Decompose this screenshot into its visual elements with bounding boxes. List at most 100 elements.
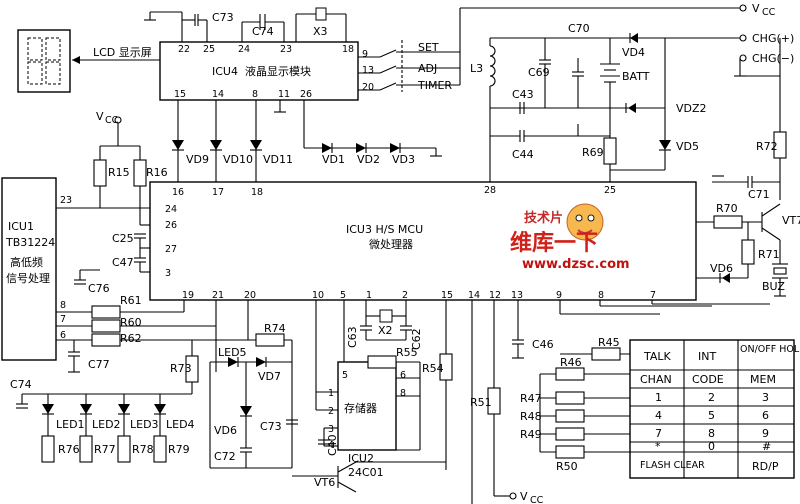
icu3-pin-14: 14 xyxy=(468,290,480,301)
svg-text:VD2: VD2 xyxy=(357,153,380,166)
svg-text:R69: R69 xyxy=(582,146,604,159)
icu3-pin-28: 28 xyxy=(484,185,496,196)
svg-text:VD10: VD10 xyxy=(223,153,253,166)
icu2-pin-6: 6 xyxy=(400,370,406,381)
icu2-pin-3: 3 xyxy=(328,424,334,435)
svg-text:C47: C47 xyxy=(112,256,134,269)
svg-text:VDZ2: VDZ2 xyxy=(676,102,707,115)
icu4-pin-23: 23 xyxy=(280,44,292,55)
svg-text:C76: C76 xyxy=(88,282,110,295)
svg-text:R54: R54 xyxy=(422,362,444,375)
icu4-pin-11: 11 xyxy=(278,89,290,100)
svg-text:R77: R77 xyxy=(94,443,116,456)
key-3: 3 xyxy=(762,391,769,404)
svg-text:R70: R70 xyxy=(716,202,738,215)
icu3-pin-7: 7 xyxy=(650,290,656,301)
svg-text:C70: C70 xyxy=(568,22,590,35)
icu3-pin-9: 9 xyxy=(556,290,562,301)
icu1-pin-7: 7 xyxy=(60,314,66,325)
led1 xyxy=(41,394,55,463)
svg-text:R49: R49 xyxy=(520,428,542,441)
icu3-pin-13: 13 xyxy=(511,290,523,301)
icu4-pin-26: 26 xyxy=(300,89,312,100)
icu3-desc: 微处理器 xyxy=(369,237,413,251)
icu1-pin-6: 6 xyxy=(60,330,66,341)
icu2-pin-1: 1 xyxy=(328,388,334,399)
icu3-pin-16: 16 xyxy=(172,187,184,198)
key-5: 5 xyxy=(708,409,715,422)
set-switch xyxy=(358,49,415,58)
svg-text:CC: CC xyxy=(105,115,119,126)
svg-text:X2: X2 xyxy=(378,324,393,337)
icu1-chip xyxy=(1,177,57,361)
svg-text:R74: R74 xyxy=(264,322,286,335)
svg-text:R15: R15 xyxy=(108,166,130,179)
set-label: SET xyxy=(418,41,439,54)
key-4: 4 xyxy=(655,409,662,422)
svg-text:VD7: VD7 xyxy=(258,370,281,383)
key-6: 6 xyxy=(762,409,769,422)
timer-switch xyxy=(358,82,415,91)
lcd-label: LCD 显示屏 xyxy=(93,46,152,59)
icu1-desc1: 高低频 xyxy=(10,255,43,269)
icu3-pin-24: 24 xyxy=(165,204,177,215)
icu4-chip xyxy=(159,41,359,101)
key-chan: CHAN xyxy=(640,373,672,386)
svg-text:C73: C73 xyxy=(212,11,234,24)
icu2-name: 存储器 xyxy=(344,401,377,415)
key-1: 1 xyxy=(655,391,662,404)
icu2-chip xyxy=(337,361,397,451)
svg-text:C71: C71 xyxy=(748,188,770,201)
icu4-pin-24: 24 xyxy=(238,44,250,55)
svg-text:R79: R79 xyxy=(168,443,190,456)
icu4-name: ICU4 xyxy=(212,65,238,78)
svg-text:R76: R76 xyxy=(58,443,80,456)
icu3-pin-20: 20 xyxy=(244,290,256,301)
icu4-pin-20: 20 xyxy=(362,82,374,93)
svg-text:L3: L3 xyxy=(470,62,483,75)
svg-text:C40: C40 xyxy=(326,434,339,456)
icu4-pin-9: 9 xyxy=(362,49,368,60)
key-mem: MEM xyxy=(750,373,776,386)
icu4-pin-15: 15 xyxy=(174,89,186,100)
icu3-pin-15: 15 xyxy=(441,290,453,301)
chg-minus: CHG(−) xyxy=(752,52,794,65)
svg-text:VD6: VD6 xyxy=(214,424,237,437)
icu3-pin-3: 3 xyxy=(165,268,171,279)
icu3-pin-17: 17 xyxy=(212,187,224,198)
svg-text:VD9: VD9 xyxy=(186,153,209,166)
icu3-pin-26: 26 xyxy=(165,220,177,231)
icu1-desc2: 信号处理 xyxy=(6,272,50,285)
icu3-pin-8: 8 xyxy=(598,290,604,301)
svg-text:R16: R16 xyxy=(146,166,168,179)
key-7: 7 xyxy=(655,427,662,440)
svg-text:C74: C74 xyxy=(10,378,32,391)
lcd-panel xyxy=(17,29,71,93)
svg-text:LED2: LED2 xyxy=(92,418,121,431)
icu2-part-a: ICU2 xyxy=(348,452,374,465)
transistor-vt6 xyxy=(337,461,357,493)
icu1-pin-23: 23 xyxy=(60,195,72,206)
key-onoff-hold: ON/OFF HOLD xyxy=(740,344,800,355)
key-hash: # xyxy=(762,440,771,453)
svg-text:R46: R46 xyxy=(560,356,582,369)
svg-text:R73: R73 xyxy=(170,362,192,375)
led2 xyxy=(79,394,93,463)
vcc-bottom-sub: CC xyxy=(530,495,544,504)
svg-text:VD11: VD11 xyxy=(263,153,293,166)
icu3-pin-27: 27 xyxy=(165,244,177,255)
icu2-pin-8: 8 xyxy=(400,388,406,399)
icu4-pin-13: 13 xyxy=(362,65,374,76)
svg-text:R61: R61 xyxy=(120,294,142,307)
svg-text:VT7: VT7 xyxy=(782,214,800,227)
key-0: 0 xyxy=(708,440,715,453)
icu3-pin-19: 19 xyxy=(182,290,194,301)
icu3-pin-2: 2 xyxy=(402,290,408,301)
icu4-pin-8: 8 xyxy=(252,89,258,100)
key-8: 8 xyxy=(708,427,715,440)
adj-switch xyxy=(358,65,415,74)
key-int: INT xyxy=(698,350,716,363)
svg-text:LED4: LED4 xyxy=(166,418,195,431)
icu4-pin-25: 25 xyxy=(203,44,215,55)
